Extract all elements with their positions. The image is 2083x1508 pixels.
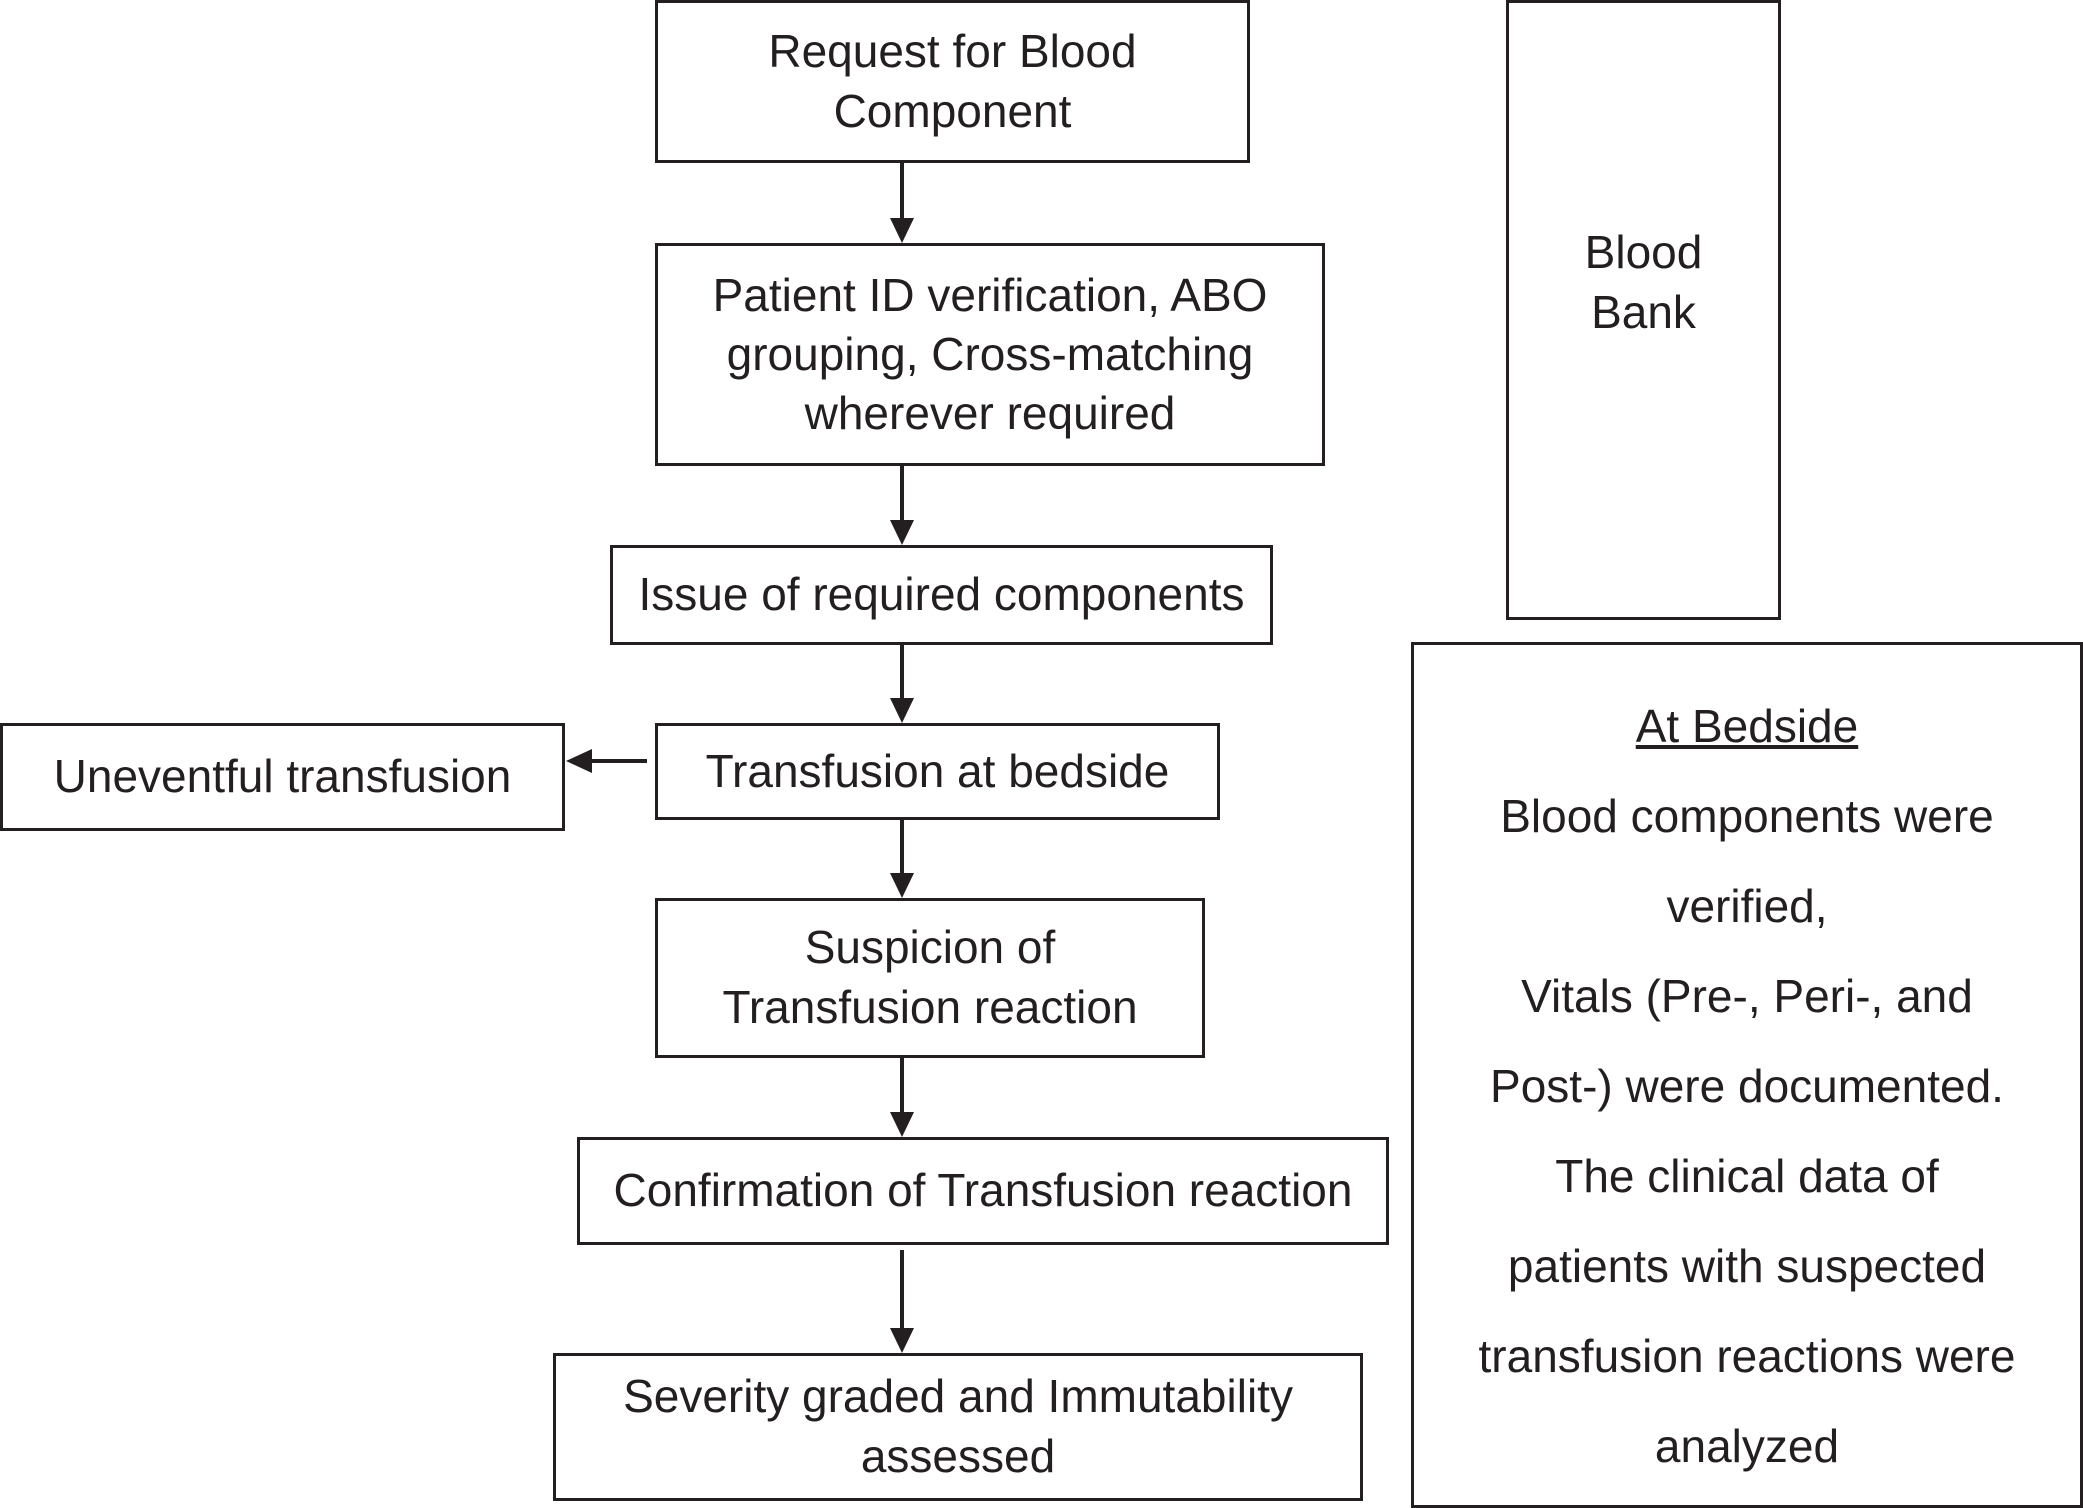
severity-box: Severity graded and Immutability assesse… [553,1353,1363,1501]
suspicion-line-2: Transfusion reaction [722,981,1138,1033]
arrowhead [890,218,914,243]
bedside-line: Post-) were documented. [1490,1060,2004,1112]
verification-line-2: grouping, Cross-matching [726,328,1254,381]
bedside-line: analyzed [1654,1420,1840,1472]
suspicion-line-1: Suspicion of [804,921,1056,974]
bedside-line: Vitals (Pre-, Peri-, and [1521,970,1973,1022]
confirmation-box: Confirmation of Transfusion reaction [577,1137,1389,1245]
verification-box: Patient ID verification, ABO grouping, C… [655,243,1325,466]
request-box: Request for Blood Component [655,0,1250,163]
severity-line-2: assessed [860,1430,1056,1482]
arrowhead [890,698,914,723]
bedside-line: verified, [1666,880,1828,932]
transfusion-label: Transfusion at bedside [705,744,1170,797]
arrowhead [566,749,592,773]
bedside-line: The clinical data of [1555,1150,1939,1202]
verification-line-1: Patient ID verification, ABO [712,269,1268,322]
bedside-heading: At Bedside [1635,700,1859,752]
suspicion-box: Suspicion of Transfusion reaction [655,898,1205,1058]
severity-line-1: Severity graded and Immutability [623,1370,1293,1423]
uneventful-box: Uneventful transfusion [0,723,565,831]
transfusion-box: Transfusion at bedside [655,723,1220,820]
verification-line-3: wherever required [804,386,1176,439]
bedside-box: At Bedside Blood components were verifie… [1411,642,2083,1508]
issue-box: Issue of required components [610,545,1273,645]
blood-bank-box: Blood Bank [1506,0,1781,620]
request-line-2: Component [833,84,1072,137]
bedside-line: transfusion reactions were [1478,1330,2016,1382]
arrowhead [890,520,914,545]
blood-bank-line-1: Blood [1584,226,1703,278]
request-line-1: Request for Blood [768,24,1137,77]
bedside-line: patients with suspected [1507,1240,1987,1292]
bedside-line: Blood components were [1500,790,1994,842]
issue-label: Issue of required components [638,568,1245,621]
arrowhead [890,1112,914,1137]
confirmation-label: Confirmation of Transfusion reaction [613,1164,1353,1217]
arrowhead [890,873,914,898]
blood-bank-line-2: Bank [1591,285,1696,338]
arrowhead [890,1328,914,1353]
uneventful-label: Uneventful transfusion [53,750,512,803]
